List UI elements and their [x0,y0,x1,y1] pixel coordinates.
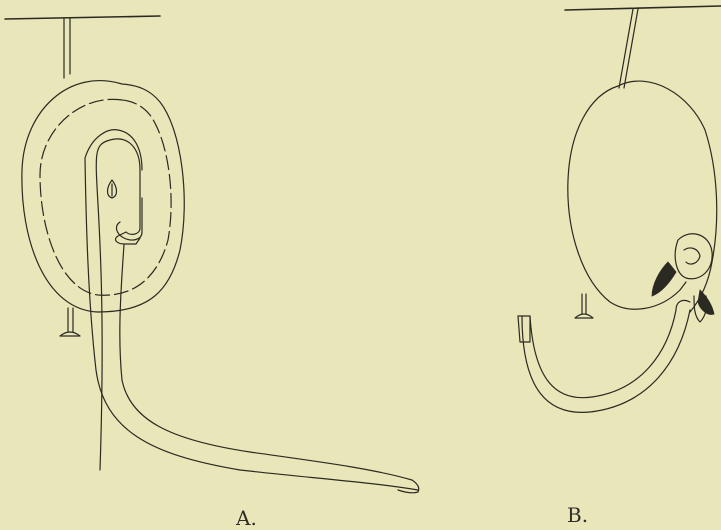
figure-b-suspension-rod [619,9,638,88]
figure-a-hilum-stalk [60,308,80,336]
figure-b-root-end [518,316,530,342]
figure-b-seed-coat [568,81,717,312]
figure-a-support-beam [5,16,160,19]
figure-a-label: A. [236,506,257,530]
figure-a-seed-coat [22,81,184,312]
figure-b [518,6,721,412]
figure-a-root-tip [398,480,419,493]
figure-b-support-beam [565,6,721,10]
figure-b-root-outer [522,310,690,412]
figure-b-cotyledon [675,234,712,279]
figure-a-root-lower [120,245,412,480]
figure-a [5,16,419,493]
figure-b-hilum-stalk [575,294,593,318]
figure-a-suspension-rod [64,18,70,78]
figure-b-root-inner [530,310,676,398]
figure-b-plumule [684,248,700,264]
figure-a-inner-boundary [40,99,171,295]
figure-b-label: B. [567,503,588,527]
figure-a-root-upper [85,130,418,490]
figure-b-split-left [652,262,676,296]
